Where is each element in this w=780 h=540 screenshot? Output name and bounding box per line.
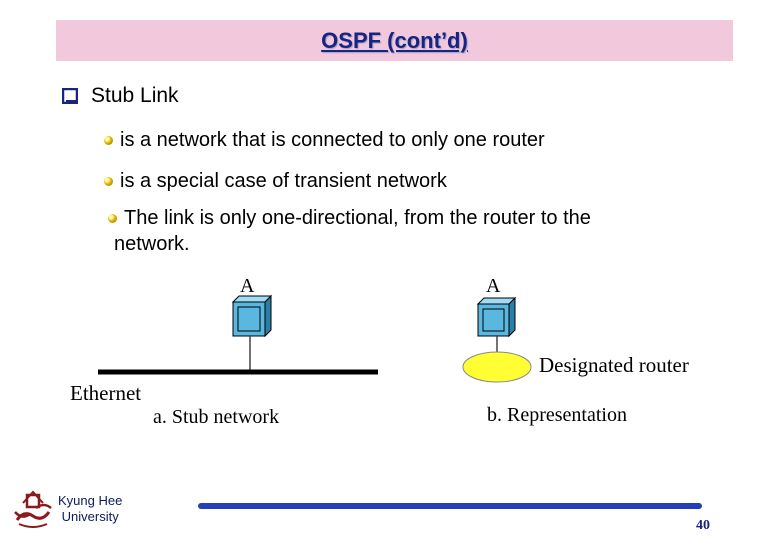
left-router-icon (231, 294, 273, 338)
title-bar: OSPF (cont’d) (56, 20, 733, 61)
right-router-icon (476, 296, 517, 338)
university-seal-icon (14, 490, 52, 528)
left-router-label: A (240, 275, 255, 297)
bullet-text-3: The link is only one-directional, from t… (124, 207, 591, 229)
page-number: 40 (696, 518, 710, 533)
right-caption: b. Representation (487, 404, 627, 426)
heading-stub-link: Stub Link (91, 84, 179, 107)
designated-router-label: Designated router (539, 353, 689, 377)
designated-router-node (462, 351, 532, 383)
bullet-text-3-cont: network. (114, 233, 190, 255)
university-line-1: Kyung Hee (58, 493, 123, 508)
university-name: Kyung Hee University (58, 493, 122, 525)
footer-divider (198, 503, 702, 509)
slide-title: OSPF (cont’d) (321, 28, 468, 53)
university-line-2: University (61, 509, 119, 524)
bullet-dot-icon (108, 214, 117, 223)
right-router-label: A (486, 275, 501, 297)
checkbox-bullet-icon (62, 88, 78, 104)
ethernet-label: Ethernet (70, 381, 141, 405)
bullet-dot-icon (104, 136, 113, 145)
bullet-text-2: is a special case of transient network (120, 170, 447, 192)
bullet-text-1: is a network that is connected to only o… (120, 129, 545, 151)
left-caption: a. Stub network (153, 406, 279, 428)
bullet-dot-icon (104, 177, 113, 186)
